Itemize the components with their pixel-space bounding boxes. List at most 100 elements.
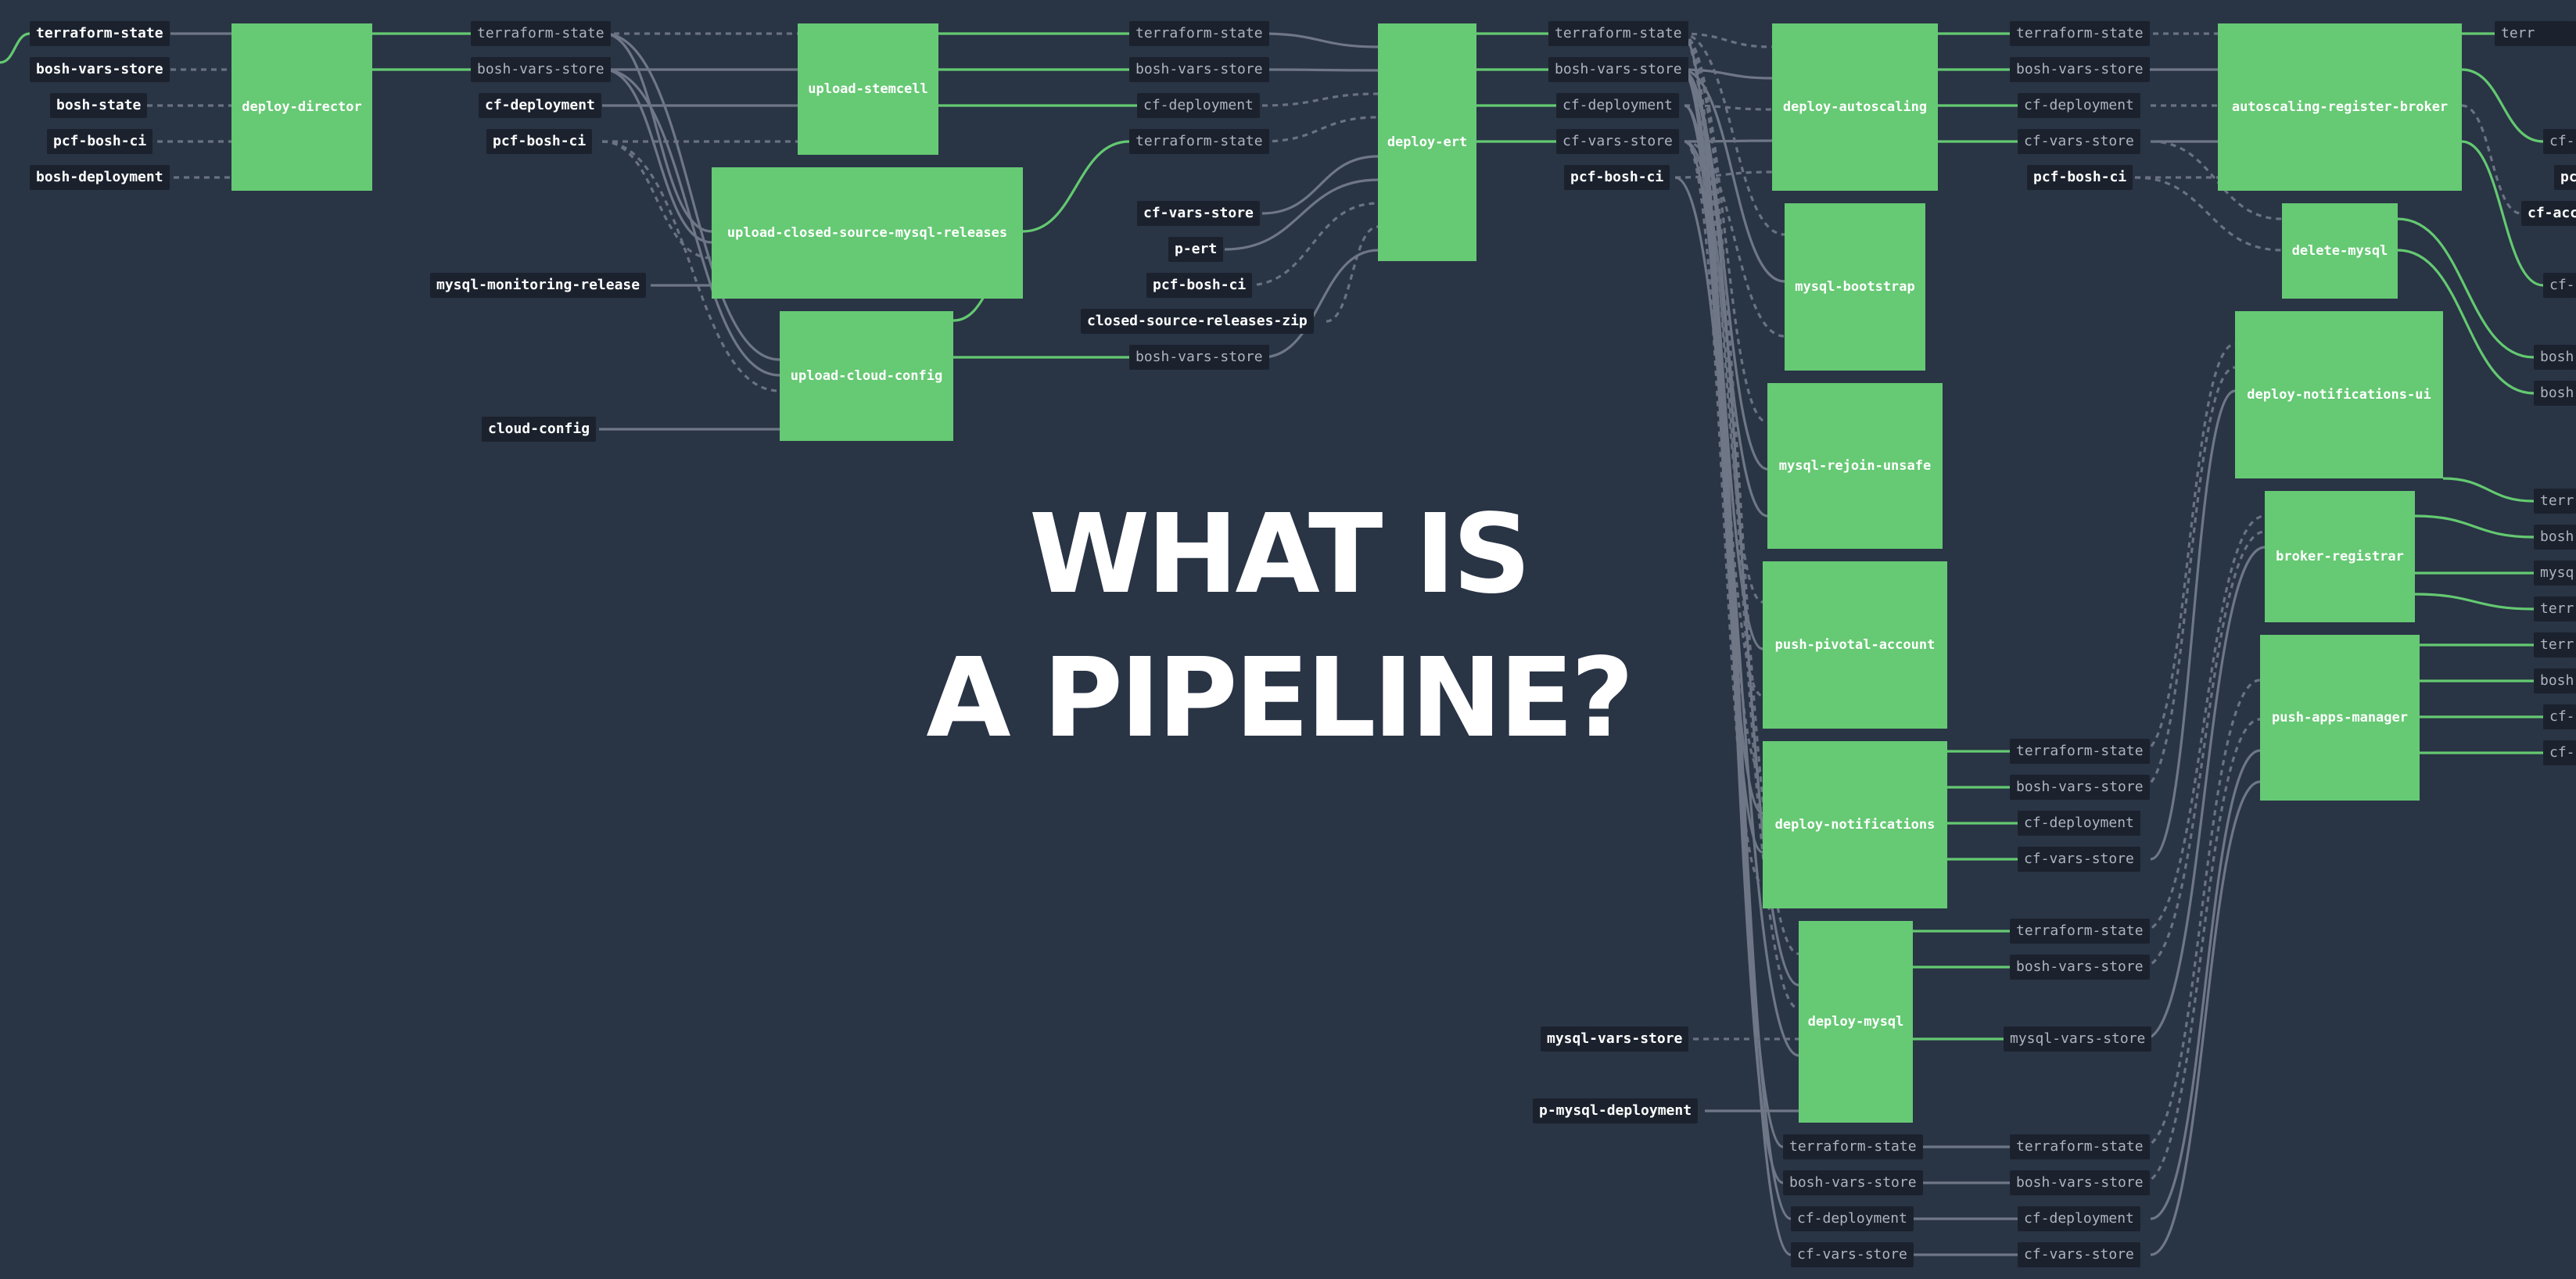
job-deploy-mysql[interactable]: deploy-mysql: [1799, 921, 1913, 1123]
resource-clipped[interactable]: terr: [2534, 489, 2576, 514]
resource-pcf-bosh-ci[interactable]: pcf-bosh-ci: [2027, 165, 2133, 190]
link: [2414, 593, 2535, 611]
link: [603, 68, 712, 244]
link: [2134, 176, 2283, 252]
job-deploy-director[interactable]: deploy-director: [231, 23, 372, 191]
job-upload-closed-source-mysql-releases[interactable]: upload-closed-source-mysql-releases: [712, 167, 1023, 299]
link: [1261, 32, 1379, 48]
resource-clipped[interactable]: terr: [2534, 597, 2576, 622]
link: [2150, 780, 2261, 1256]
link: [2144, 546, 2266, 1041]
resource-bosh-deployment[interactable]: bosh-deployment: [30, 165, 170, 190]
link: [2142, 530, 2266, 969]
resource-terraform-state[interactable]: terraform-state: [1129, 21, 1269, 46]
resource-bosh-vars-store[interactable]: bosh-vars-store: [471, 57, 611, 82]
resource-bosh-vars-store[interactable]: bosh-vars-store: [1129, 345, 1269, 370]
resource-bosh-vars-store[interactable]: bosh-vars-store: [1129, 57, 1269, 82]
resource-cf-vars-store[interactable]: cf-vars-store: [2018, 1242, 2140, 1267]
resource-mysql-vars-store[interactable]: mysql-vars-store: [1541, 1026, 1689, 1052]
link: [1261, 155, 1379, 215]
link: [603, 68, 780, 377]
resource-mysql-monitoring-release[interactable]: mysql-monitoring-release: [430, 273, 647, 298]
resource-bosh-vars-store[interactable]: bosh-vars-store: [2010, 57, 2150, 82]
resource-bosh-vars-store[interactable]: bosh-vars-store: [1548, 57, 1688, 82]
resource-cf-vars-store[interactable]: cf-vars-store: [2018, 129, 2140, 154]
link: [2414, 514, 2535, 539]
resource-terraform-state[interactable]: terraform-state: [2010, 21, 2150, 46]
resource-cf-deployment[interactable]: cf-deployment: [1137, 93, 1260, 118]
resource-pcf-bosh-ci[interactable]: pcf-bosh-ci: [486, 129, 593, 154]
link: [1681, 32, 1785, 236]
link: [1684, 140, 1792, 1256]
resource-clipped[interactable]: bosh: [2534, 525, 2576, 550]
resource-clipped[interactable]: terr: [2495, 21, 2576, 46]
link: [2142, 366, 2236, 789]
resource-clipped[interactable]: bosh: [2534, 668, 2576, 693]
resource-cf-deployment[interactable]: cf-deployment: [1791, 1206, 1914, 1231]
resource-bosh-vars-store[interactable]: bosh-vars-store: [30, 57, 170, 82]
job-deploy-ert[interactable]: deploy-ert: [1378, 23, 1476, 261]
job-mysql-rejoin-unsafe[interactable]: mysql-rejoin-unsafe: [1767, 383, 1943, 549]
resource-cf-deployment[interactable]: cf-deployment: [2018, 93, 2140, 118]
resource-clipped[interactable]: cf-: [2543, 129, 2576, 154]
resource-terraform-state[interactable]: terraform-state: [30, 21, 170, 46]
job-deploy-notifications[interactable]: deploy-notifications: [1763, 741, 1947, 908]
resource-clipped[interactable]: pc: [2554, 165, 2576, 190]
resource-bosh-vars-store[interactable]: bosh-vars-store: [2010, 1170, 2150, 1195]
resource-cf-vars-store[interactable]: cf-vars-store: [1791, 1242, 1914, 1267]
resource-terraform-state[interactable]: terraform-state: [2010, 919, 2150, 944]
resource-clipped[interactable]: cf-acc: [2521, 201, 2576, 226]
link: [2150, 389, 2236, 861]
resource-terraform-state[interactable]: terraform-state: [2010, 739, 2150, 764]
resource-clipped[interactable]: mysq: [2534, 561, 2576, 586]
job-upload-stemcell[interactable]: upload-stemcell: [798, 23, 938, 155]
job-deploy-autoscaling[interactable]: deploy-autoscaling: [1772, 23, 1938, 191]
link: [2142, 679, 2261, 1148]
link: [601, 140, 780, 392]
resource-clipped[interactable]: bosh: [2534, 345, 2576, 370]
job-delete-mysql[interactable]: delete-mysql: [2282, 203, 2398, 299]
resource-cloud-config[interactable]: cloud-config: [482, 417, 597, 442]
resource-cf-deployment[interactable]: cf-deployment: [2018, 1206, 2140, 1231]
resource-terraform-state[interactable]: terraform-state: [1129, 129, 1269, 154]
resource-clipped[interactable]: cf-: [2543, 704, 2576, 729]
resource-cf-deployment[interactable]: cf-deployment: [479, 93, 601, 118]
resource-clipped[interactable]: bosh: [2534, 381, 2576, 406]
link: [2461, 140, 2544, 287]
resource-p-ert[interactable]: p-ert: [1168, 237, 1224, 262]
resource-cf-deployment[interactable]: cf-deployment: [2018, 811, 2140, 836]
job-upload-cloud-config[interactable]: upload-cloud-config: [780, 311, 953, 441]
resource-mysql-vars-store[interactable]: mysql-vars-store: [2004, 1026, 2152, 1052]
resource-cf-vars-store[interactable]: cf-vars-store: [1556, 129, 1679, 154]
headline: WHAT IS A PIPELINE?: [860, 483, 1697, 771]
resource-terraform-state[interactable]: terraform-state: [1783, 1134, 1923, 1159]
job-mysql-bootstrap[interactable]: mysql-bootstrap: [1785, 203, 1925, 371]
resource-closed-source-releases-zip[interactable]: closed-source-releases-zip: [1081, 309, 1314, 334]
resource-bosh-vars-store[interactable]: bosh-vars-store: [1783, 1170, 1923, 1195]
resource-pcf-bosh-ci[interactable]: pcf-bosh-ci: [47, 129, 153, 154]
resource-bosh-vars-store[interactable]: bosh-vars-store: [2010, 775, 2150, 800]
resource-pcf-bosh-ci[interactable]: pcf-bosh-ci: [1146, 273, 1253, 298]
resource-cf-vars-store[interactable]: cf-vars-store: [2018, 847, 2140, 872]
resource-cf-vars-store[interactable]: cf-vars-store: [1137, 201, 1260, 226]
job-autoscaling-register-broker[interactable]: autoscaling-register-broker: [2218, 23, 2462, 191]
job-push-apps-manager[interactable]: push-apps-manager: [2260, 635, 2420, 801]
resource-terraform-state[interactable]: terraform-state: [471, 21, 611, 46]
link: [1681, 32, 1763, 776]
link: [2142, 514, 2266, 933]
link: [1684, 104, 1792, 1220]
job-deploy-notifications-ui[interactable]: deploy-notifications-ui: [2235, 311, 2443, 478]
resource-terraform-state[interactable]: terraform-state: [2010, 1134, 2150, 1159]
job-push-pivotal-account[interactable]: push-pivotal-account: [1763, 561, 1947, 729]
resource-clipped[interactable]: cf-: [2543, 273, 2576, 298]
resource-p-mysql-deployment[interactable]: p-mysql-deployment: [1533, 1098, 1699, 1123]
resource-terraform-state[interactable]: terraform-state: [1548, 21, 1688, 46]
link: [2150, 749, 2261, 1220]
resource-pcf-bosh-ci[interactable]: pcf-bosh-ci: [1564, 165, 1670, 190]
job-broker-registrar[interactable]: broker-registrar: [2265, 491, 2415, 622]
resource-bosh-vars-store[interactable]: bosh-vars-store: [2010, 955, 2150, 980]
resource-clipped[interactable]: cf-: [2543, 740, 2576, 765]
resource-cf-deployment[interactable]: cf-deployment: [1556, 93, 1679, 118]
resource-clipped[interactable]: terr: [2534, 632, 2576, 657]
resource-bosh-state[interactable]: bosh-state: [50, 93, 148, 118]
